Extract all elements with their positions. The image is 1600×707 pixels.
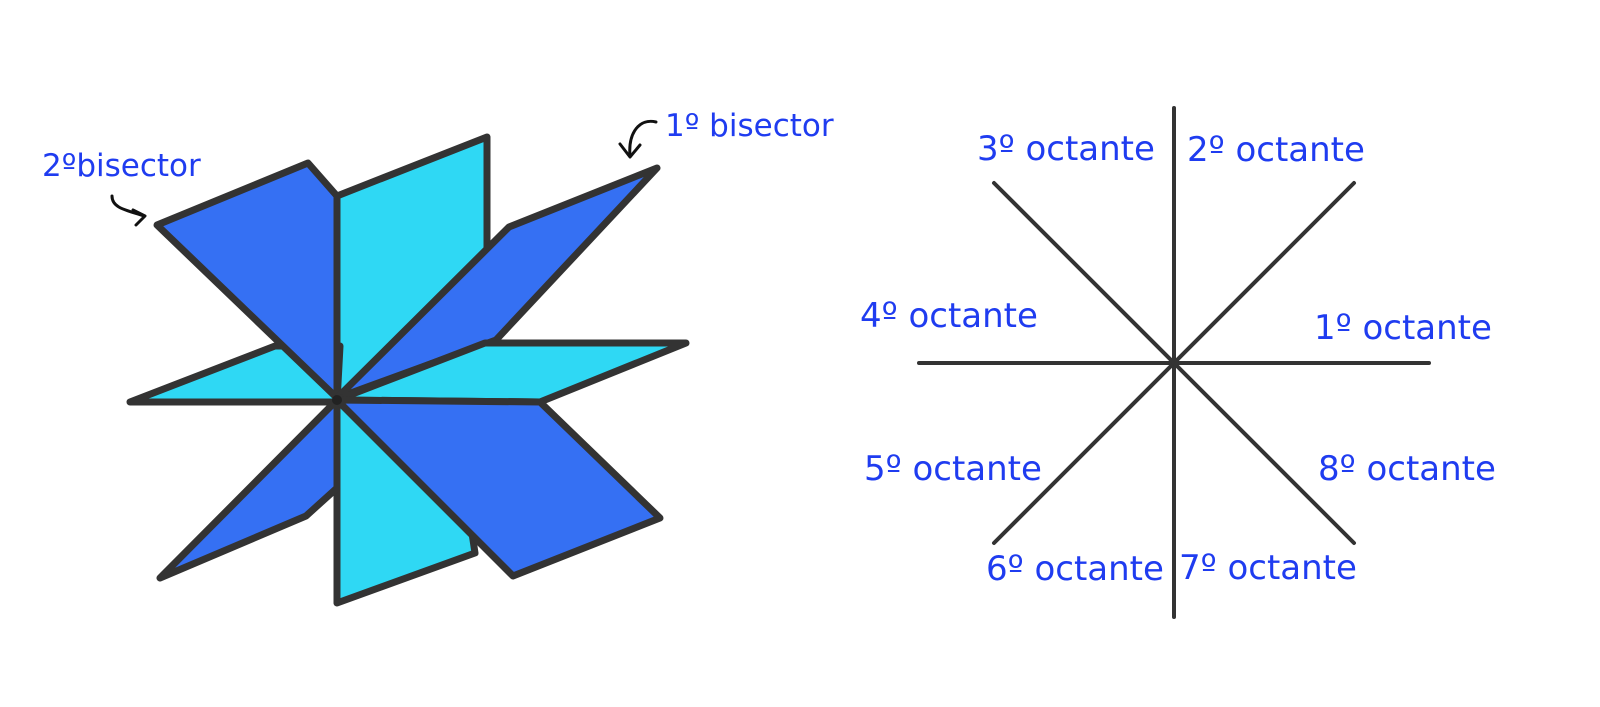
second-bisector-plane-upper-left — [153, 159, 341, 402]
octant-1-label: 1º octante — [1314, 308, 1492, 348]
second-bisector-label: 2ºbisector — [42, 148, 201, 184]
octant-3-label: 3º octante — [977, 129, 1155, 169]
second-bisector-line — [992, 181, 1356, 545]
origin-point — [332, 395, 342, 405]
arrow-icon — [131, 208, 147, 227]
octant-6-label: 6º octante — [986, 549, 1164, 589]
octant-7-label: 7º octante — [1179, 548, 1357, 588]
arrow-icon — [618, 142, 642, 159]
arrow-icon — [628, 119, 658, 158]
octant-4-label: 4º octante — [860, 296, 1038, 336]
octants-diagram: 1º octante 2º octante 3º octante 4º octa… — [860, 106, 1496, 619]
first-bisector-label: 1º bisector — [665, 108, 834, 144]
octant-5-label: 5º octante — [864, 449, 1042, 489]
octant-2-label: 2º octante — [1187, 130, 1365, 170]
second-bisector-plane-lower-right — [333, 396, 664, 580]
first-bisector-plane-lower-left — [156, 396, 341, 582]
planes-diagram: 1º bisector 2ºbisector — [42, 108, 834, 607]
octant-8-label: 8º octante — [1318, 449, 1496, 489]
